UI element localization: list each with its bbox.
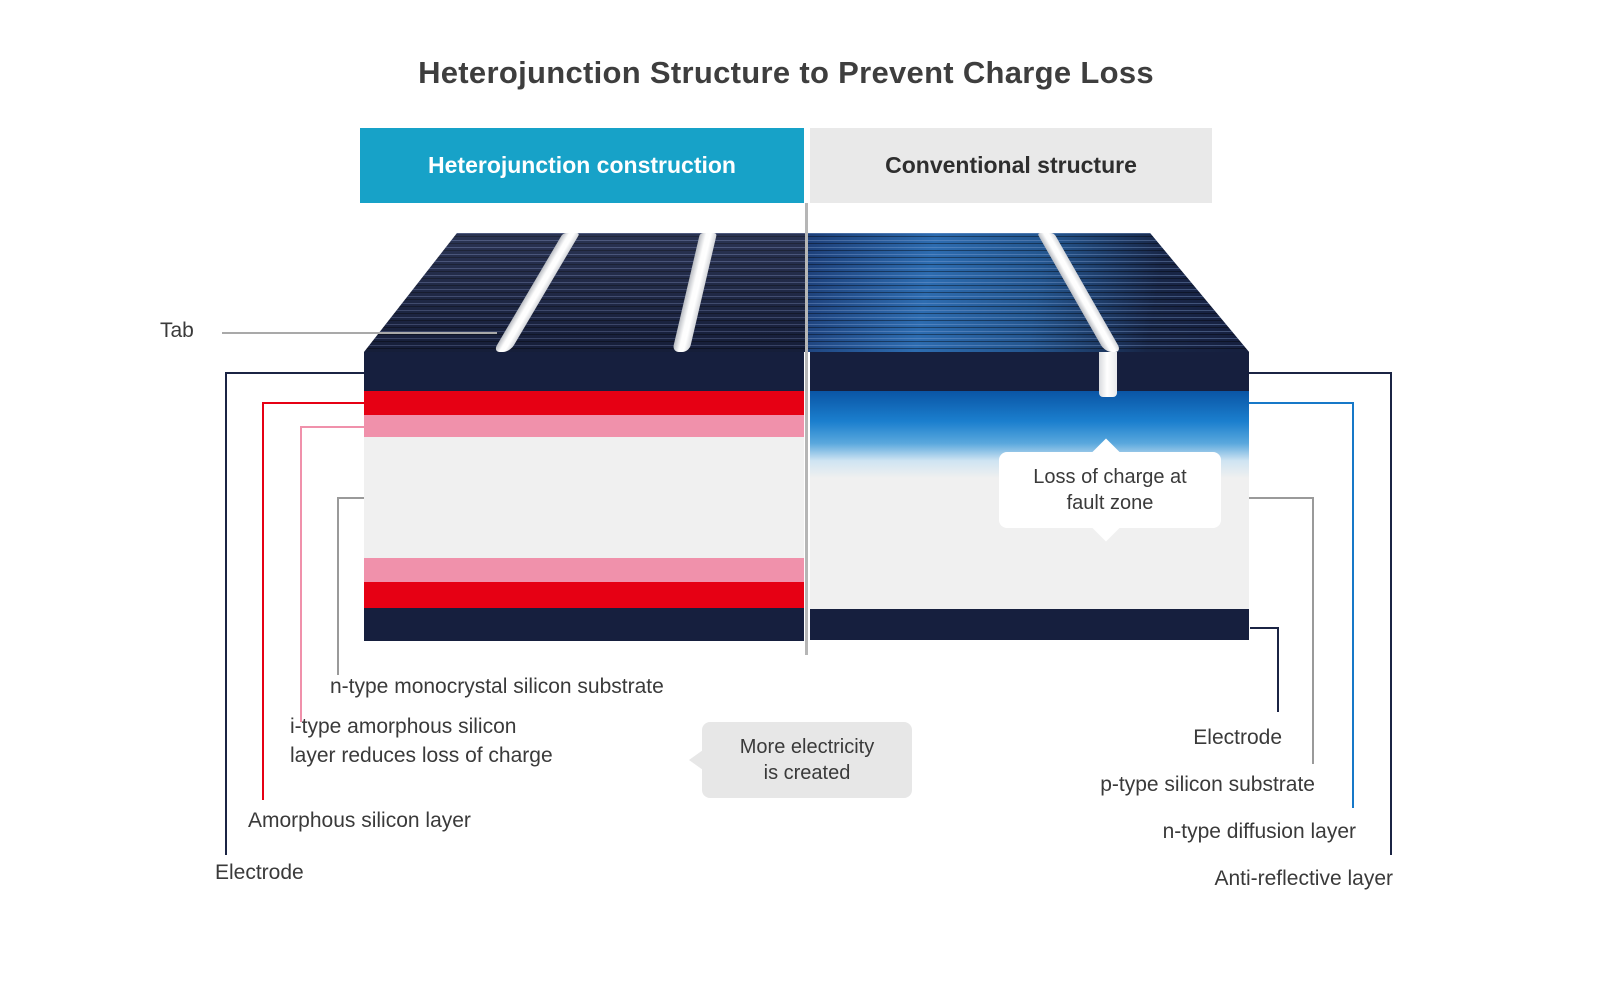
layer-amorphous-bottom [364,582,804,608]
substrate-left-label: n-type monocrystal silicon substrate [330,675,664,698]
itype-leader-h [300,426,364,428]
header-heterojunction-label: Heterojunction construction [428,152,736,178]
panel-divider [805,203,808,655]
tab-label: Tab [160,319,194,342]
more-callout-line1: More electricity [739,736,875,758]
electrode-right-leader-h [1250,627,1277,629]
tab-front-segment [1099,352,1117,397]
psubstrate-leader-v [1312,497,1314,764]
ndiffusion-leader-v [1352,402,1354,808]
layer-electrode-bottom-right [810,609,1249,640]
tab-leader-line [222,332,497,334]
more-electricity-callout: More electricity is created [689,722,912,798]
electrode-right-label: Electrode [1193,726,1282,749]
amorphous-label: Amorphous silicon layer [248,809,471,832]
antireflective-label: Anti-reflective layer [1214,867,1393,890]
ndiffusion-label: n-type diffusion layer [1162,820,1356,843]
electrode-left-label: Electrode [215,861,304,884]
loss-of-charge-callout: Loss of charge at fault zone [999,438,1221,542]
antireflective-leader-v [1390,372,1392,855]
itype-leader-v [300,426,302,722]
electrode-right-leader-v [1277,627,1279,712]
amorphous-leader-v [262,402,264,800]
cell-top-left-texture [364,233,805,352]
itype-label-line1: i-type amorphous silicon [290,715,517,738]
header-conventional-label: Conventional structure [885,152,1137,178]
electrode-left-leader-h [225,372,364,374]
page-title: Heterojunction Structure to Prevent Char… [418,55,1154,90]
layer-ntype-substrate [364,437,804,558]
psubstrate-label: p-type silicon substrate [1100,773,1315,796]
loss-callout-line2: fault zone [1066,492,1154,514]
antireflective-leader-h [1249,372,1390,374]
substrate-left-leader-v [337,497,339,675]
loss-callout-line1: Loss of charge at [1033,466,1187,488]
cell-top-right-texture [806,233,1249,352]
layer-electrode-top [364,352,804,391]
arrow-left-icon [689,750,703,770]
header-heterojunction: Heterojunction construction [360,128,804,203]
amorphous-leader-h [262,402,364,404]
psubstrate-leader-h [1249,497,1312,499]
electrode-left-leader-v [225,372,227,855]
layer-antireflective [810,352,1249,391]
itype-label-line2: layer reduces loss of charge [290,744,553,767]
ndiffusion-leader-h [1249,402,1352,404]
layer-itype-bottom [364,558,804,582]
cell-front-left [364,352,804,641]
more-callout-line2: is created [763,762,851,784]
layer-amorphous-top [364,391,804,415]
header-conventional: Conventional structure [810,128,1212,203]
layer-electrode-bottom-left [364,608,804,641]
layer-itype-top [364,415,804,437]
itype-label: i-type amorphous silicon layer reduces l… [290,712,553,770]
substrate-left-leader-h [337,497,364,499]
